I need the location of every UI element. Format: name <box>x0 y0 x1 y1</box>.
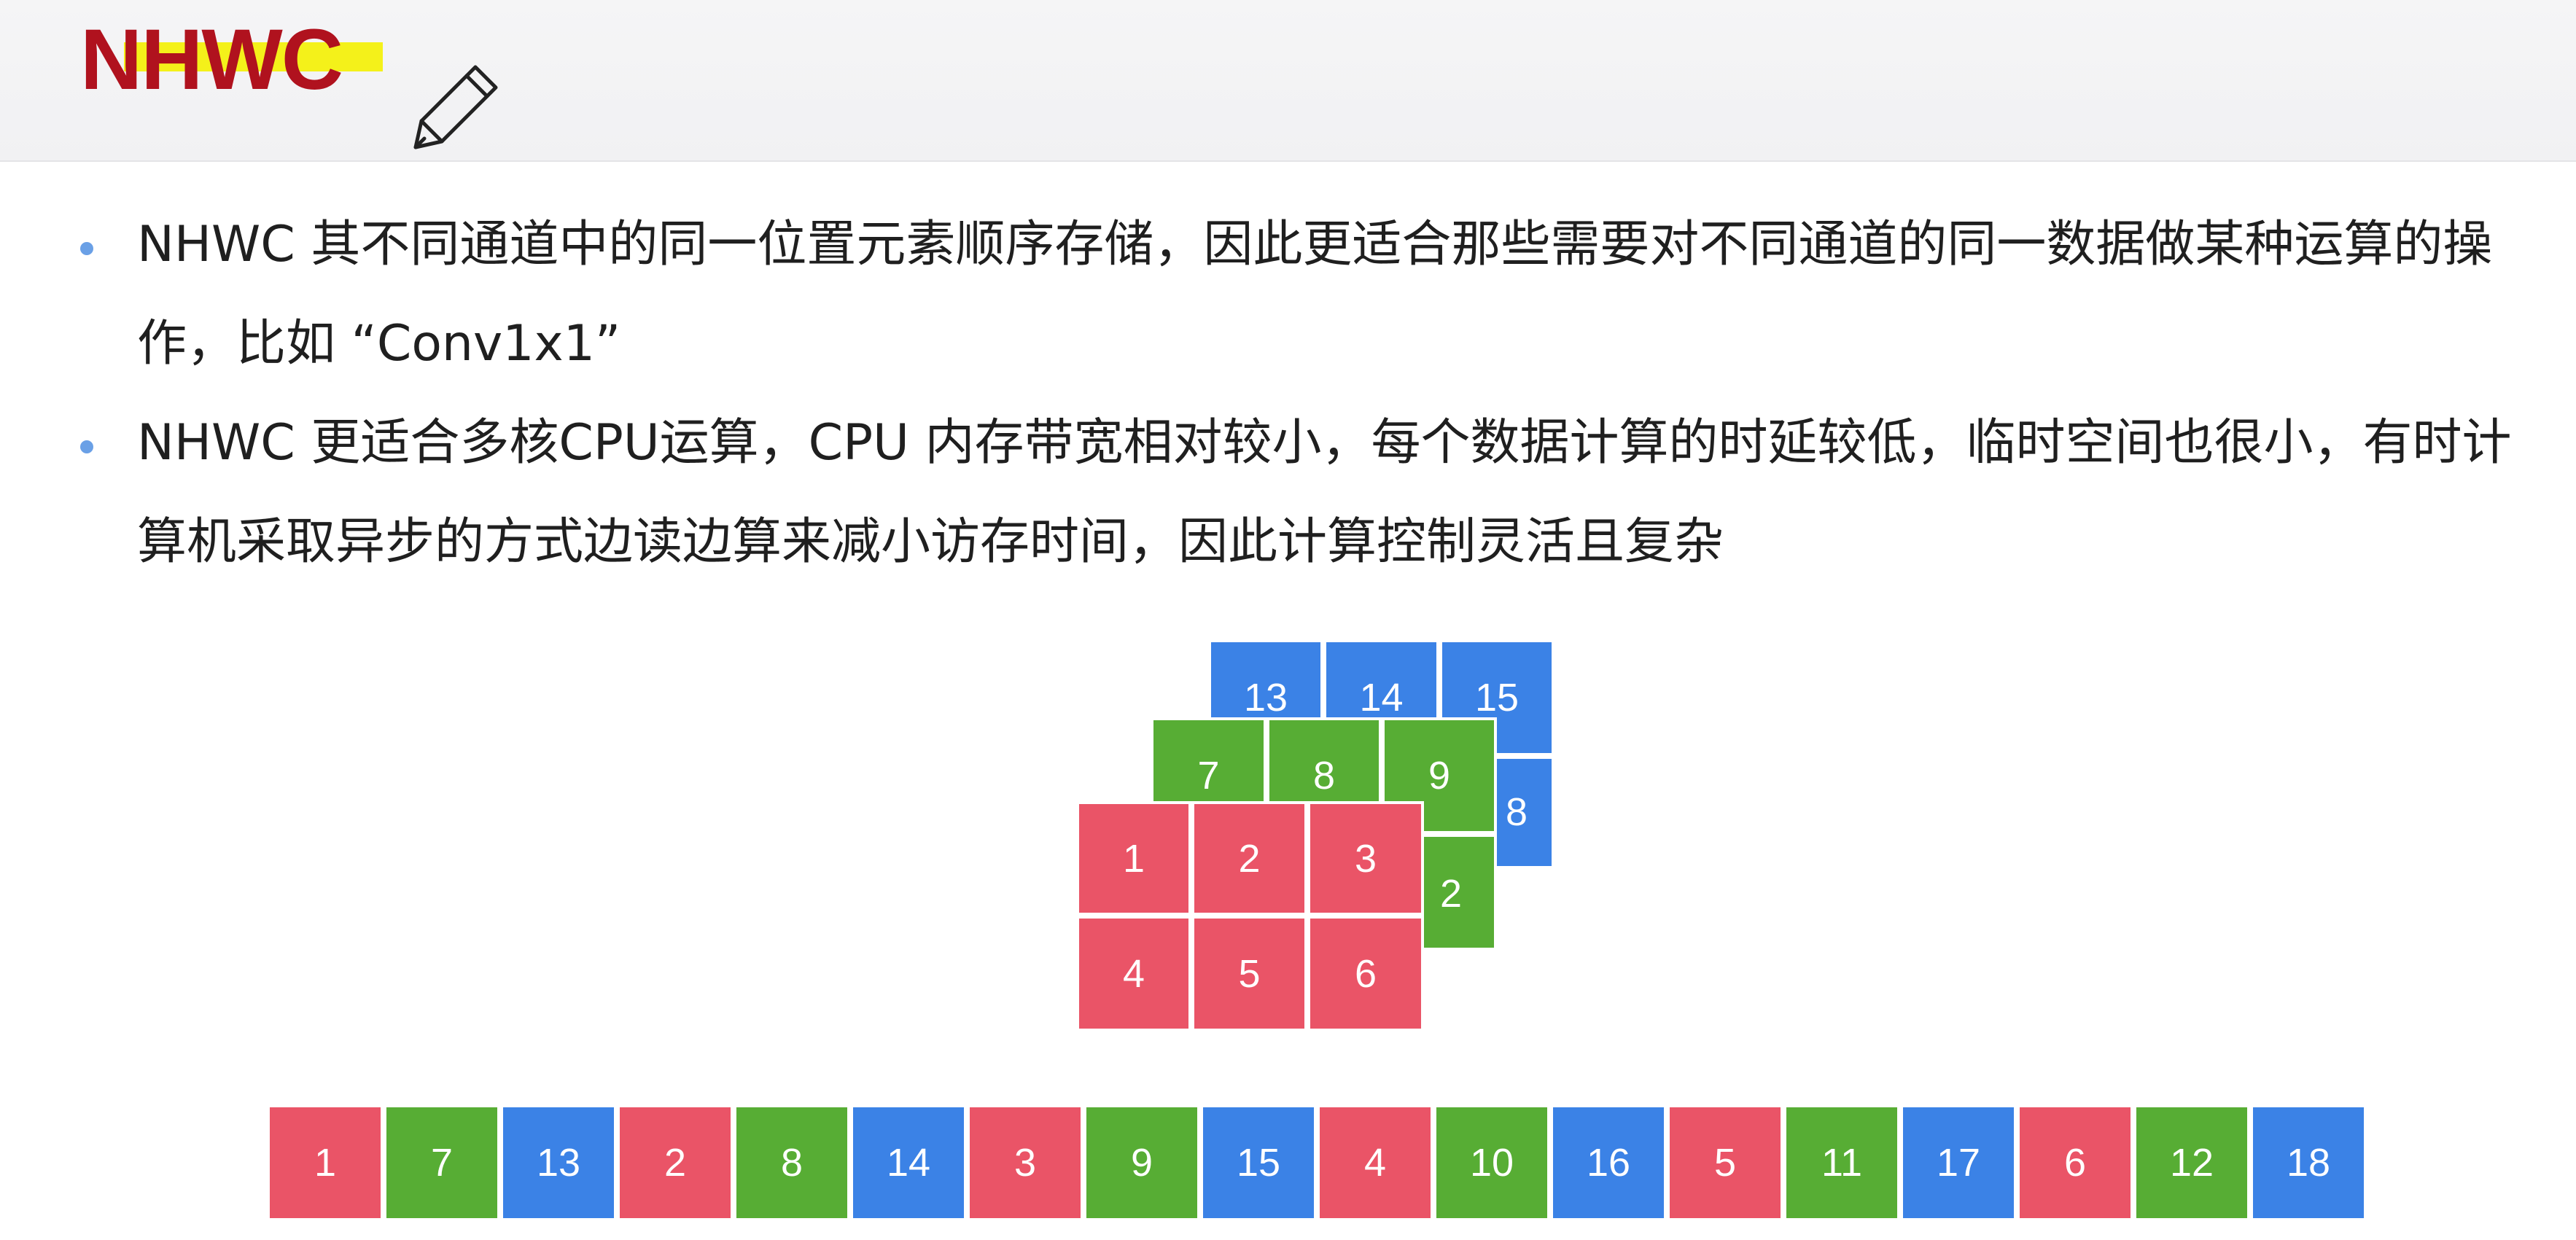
memory-cell: 1 <box>270 1107 381 1218</box>
blue-cell: 15 <box>1439 639 1554 756</box>
bullet-dot <box>80 242 93 255</box>
memory-cell: 12 <box>2136 1107 2247 1218</box>
pencil-icon[interactable] <box>408 60 503 155</box>
red-cell: 2 <box>1191 801 1307 916</box>
memory-cell: 15 <box>1203 1107 1314 1218</box>
memory-cell: 11 <box>1786 1107 1897 1218</box>
memory-cell: 5 <box>1670 1107 1781 1218</box>
bullet-list: NHWC 其不同通道中的同一位置元素顺序存储，因此更适合那些需要对不同通道的同一… <box>80 195 2530 592</box>
memory-cell: 17 <box>1903 1107 2014 1218</box>
page-title: NHWC <box>80 12 343 108</box>
green-cell: 2 <box>1439 872 1463 916</box>
header-band <box>0 0 2576 162</box>
bullet-dot <box>80 440 93 453</box>
memory-cell: 6 <box>2020 1107 2131 1218</box>
memory-cell: 10 <box>1436 1107 1547 1218</box>
memory-cell: 14 <box>853 1107 964 1218</box>
red-cell: 6 <box>1307 916 1424 1032</box>
memory-cell: 9 <box>1086 1107 1197 1218</box>
red-cell: 1 <box>1076 801 1191 916</box>
red-cell: 3 <box>1307 801 1424 916</box>
memory-cell: 2 <box>620 1107 731 1218</box>
title-highlight <box>124 42 383 71</box>
red-cell: 5 <box>1191 916 1307 1032</box>
memory-cell: 4 <box>1320 1107 1431 1218</box>
bullet-text: NHWC 其不同通道中的同一位置元素顺序存储，因此更适合那些需要对不同通道的同一… <box>137 216 2493 373</box>
memory-cell: 7 <box>386 1107 497 1218</box>
memory-cell: 3 <box>970 1107 1081 1218</box>
blue-cell: 8 <box>1505 790 1528 834</box>
memory-cell: 18 <box>2253 1107 2364 1218</box>
memory-cell: 13 <box>503 1107 614 1218</box>
bullet-text: NHWC 更适合多核CPU运算，CPU 内存带宽相对较小，每个数据计算的时延较低… <box>137 414 2512 571</box>
memory-cell: 8 <box>736 1107 847 1218</box>
memory-cell: 16 <box>1553 1107 1664 1218</box>
red-cell: 4 <box>1076 916 1191 1032</box>
bullet-item: NHWC 其不同通道中的同一位置元素顺序存储，因此更适合那些需要对不同通道的同一… <box>80 195 2530 394</box>
bullet-item: NHWC 更适合多核CPU运算，CPU 内存带宽相对较小，每个数据计算的时延较低… <box>80 394 2530 592</box>
